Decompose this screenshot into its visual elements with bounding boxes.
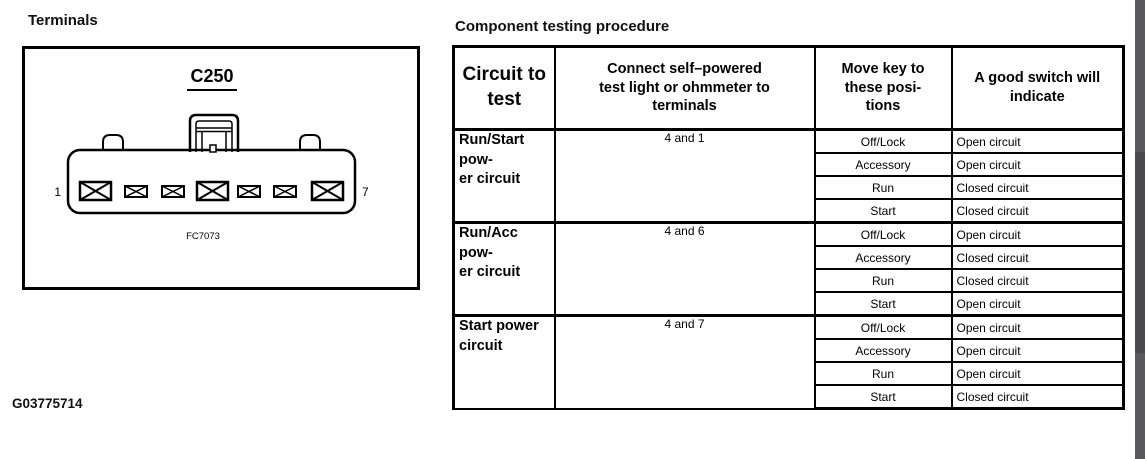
terminals-heading: Terminals bbox=[28, 12, 98, 29]
figure-id: G03775714 bbox=[12, 396, 83, 411]
terminal-pin-1 bbox=[78, 180, 113, 202]
key-position: Accessory bbox=[813, 245, 953, 270]
key-position: Off/Lock bbox=[813, 221, 953, 247]
pin-number-last: 7 bbox=[362, 185, 369, 199]
col-header-circuit: Circuit to test bbox=[452, 45, 556, 131]
table-row: Start Closed circuit bbox=[454, 198, 1125, 224]
switch-result: Closed circuit bbox=[950, 198, 1125, 224]
switch-result: Closed circuit bbox=[950, 245, 1125, 270]
connector-latch-notch bbox=[209, 144, 217, 153]
figure-code: FC7073 bbox=[186, 231, 220, 242]
connector-tab-left bbox=[102, 134, 124, 150]
scrollbar-thumb[interactable] bbox=[1135, 152, 1145, 353]
key-position: Start bbox=[813, 291, 953, 317]
table-row: Accessory Closed circuit bbox=[454, 245, 1125, 270]
switch-result: Closed circuit bbox=[950, 268, 1125, 293]
table-row: Run Open circuit bbox=[454, 361, 1125, 386]
table-row: Run/Start pow- er circuit 4 and 1 Off/Lo… bbox=[452, 128, 1125, 224]
terminals-value: 4 and 7 bbox=[553, 314, 816, 410]
table-row: Run Closed circuit bbox=[454, 175, 1125, 200]
terminals-value: 4 and 1 bbox=[553, 128, 816, 224]
connector-latch-outer bbox=[188, 113, 240, 152]
circuit-name: Run/Start pow- er circuit bbox=[452, 128, 556, 224]
testing-procedure-heading: Component testing procedure bbox=[455, 18, 670, 35]
connector-latch-inner bbox=[195, 120, 233, 152]
switch-result: Open circuit bbox=[950, 338, 1125, 363]
key-position: Off/Lock bbox=[813, 314, 953, 340]
switch-result: Open circuit bbox=[950, 128, 1125, 154]
connector-tab-right bbox=[299, 134, 321, 150]
switch-result: Open circuit bbox=[950, 152, 1125, 177]
key-position: Run bbox=[813, 175, 953, 200]
key-position: Accessory bbox=[813, 338, 953, 363]
connector-label: C250 bbox=[190, 66, 233, 86]
table-row: Run/Acc pow- er circuit 4 and 6 Off/Lock… bbox=[452, 221, 1125, 317]
switch-result: Closed circuit bbox=[950, 175, 1125, 200]
table-row: Start power circuit 4 and 7 Off/Lock Ope… bbox=[452, 314, 1125, 410]
terminal-pin-3 bbox=[161, 185, 185, 198]
terminals-value: 4 and 6 bbox=[553, 221, 816, 317]
table-row: Accessory Open circuit bbox=[454, 152, 1125, 177]
col-header-key-positions: Move key to these posi- tions bbox=[813, 45, 953, 131]
table-row: Run Closed circuit bbox=[454, 268, 1125, 293]
key-position: Start bbox=[813, 198, 953, 224]
circuit-name: Start power circuit bbox=[452, 314, 556, 410]
terminal-pin-4 bbox=[195, 180, 230, 202]
connector-diagram-box: C250 bbox=[22, 46, 420, 290]
switch-result: Open circuit bbox=[950, 314, 1125, 340]
circuit-name: Run/Acc pow- er circuit bbox=[452, 221, 556, 317]
key-position: Start bbox=[813, 384, 953, 410]
terminal-pin-6 bbox=[273, 185, 297, 198]
scrollbar[interactable] bbox=[1135, 0, 1145, 459]
pin-number-first: 1 bbox=[54, 185, 61, 199]
key-position: Run bbox=[813, 268, 953, 293]
terminal-pin-5 bbox=[237, 185, 261, 198]
switch-result: Open circuit bbox=[950, 291, 1125, 317]
key-position: Run bbox=[813, 361, 953, 386]
terminal-pin-2 bbox=[124, 185, 148, 198]
table-row: Start Closed circuit bbox=[454, 384, 1125, 410]
switch-result: Closed circuit bbox=[950, 384, 1125, 410]
col-header-good-switch: A good switch will indicate bbox=[950, 45, 1125, 131]
key-position: Off/Lock bbox=[813, 128, 953, 154]
terminal-pin-7 bbox=[310, 180, 345, 202]
key-position: Accessory bbox=[813, 152, 953, 177]
switch-result: Open circuit bbox=[950, 361, 1125, 386]
table-row: Accessory Open circuit bbox=[454, 338, 1125, 363]
component-testing-table: Circuit to test Connect self–powered tes… bbox=[452, 45, 1125, 410]
connector-diagram: C250 bbox=[54, 66, 369, 242]
switch-result: Open circuit bbox=[950, 221, 1125, 247]
col-header-connect-terminals: Connect self–powered test light or ohmme… bbox=[553, 45, 816, 131]
